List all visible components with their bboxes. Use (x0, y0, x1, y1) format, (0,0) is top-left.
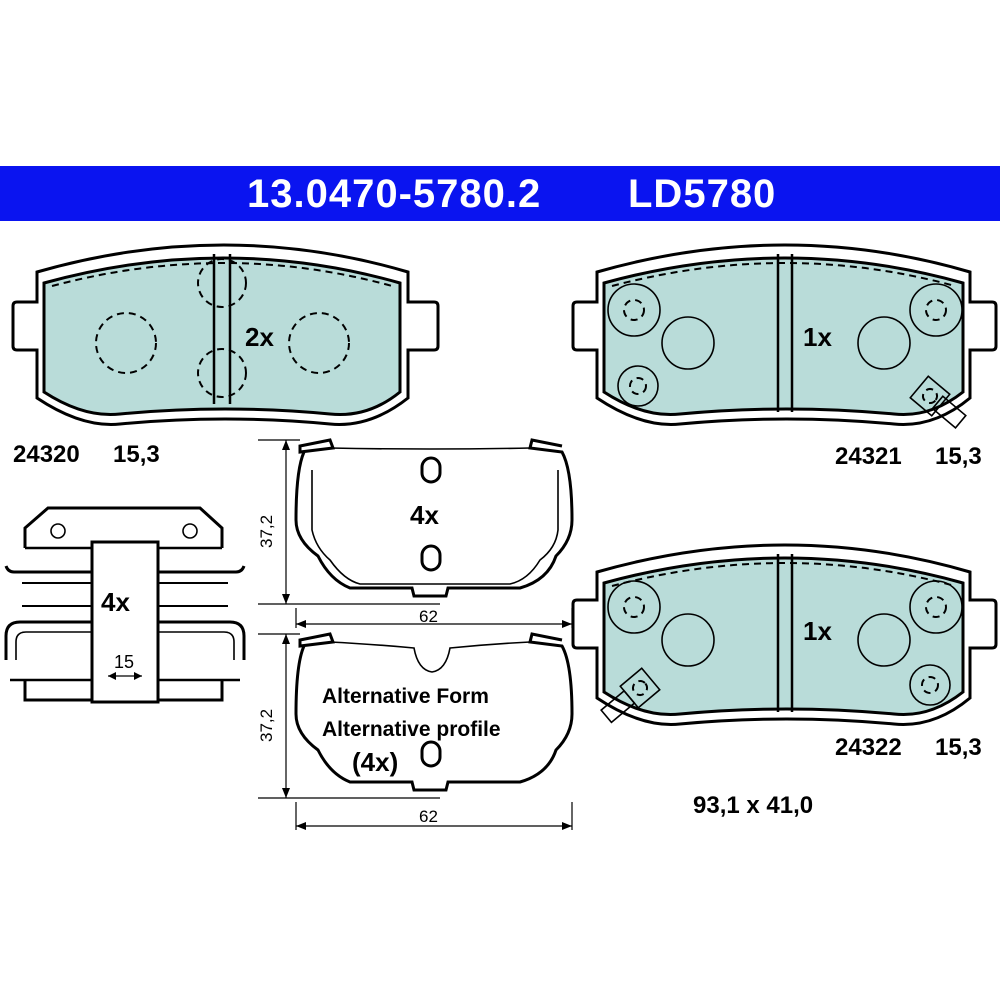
clip-lower-arm (4, 620, 92, 660)
pad-id-24320: 24320 (13, 441, 80, 468)
pad-size: 93,1 x 41,0 (693, 792, 813, 819)
alternative-profile-label: Alternative profile (322, 718, 501, 741)
spring-height-dimension: 37,2 (257, 709, 276, 742)
clip-lower-arm (158, 620, 246, 660)
clip-spring-arm (4, 565, 92, 574)
part-number: 13.0470-5780.2 (247, 172, 542, 216)
spring-width-dimension: 62 (419, 607, 438, 626)
pad-piston-circle (661, 316, 715, 370)
pad-backing-plate (571, 243, 998, 426)
pad-backing-plate (571, 543, 998, 726)
pad-pin-circle (623, 596, 645, 618)
pad-pin-circle (921, 676, 939, 694)
clip-center-body (90, 540, 160, 704)
retaining-spring-upper: 4x 37,2 62 (257, 438, 574, 628)
pad-id-24321: 24321 (835, 443, 902, 470)
pad-thickness-24320: 15,3 (113, 441, 160, 468)
spring-quantity: 4x (410, 500, 439, 530)
reference-code: LD5780 (628, 172, 777, 216)
abutment-clip-kit: 4x 15 (4, 506, 246, 704)
pad-pin-circle (607, 283, 661, 337)
pad-pin-circle (617, 365, 659, 407)
spring-height-dimension: 37,2 (257, 515, 276, 548)
wear-sensor-icon (600, 667, 661, 724)
alternative-form-label: Alternative Form (322, 685, 489, 708)
pad-thickness-24322: 15,3 (935, 734, 982, 761)
pad-thickness-24321: 15,3 (935, 443, 982, 470)
pad-pin-circle (197, 258, 247, 308)
spring-width-dimension: 62 (419, 807, 438, 826)
spring-slot (420, 740, 442, 768)
pad-backing-plate (11, 243, 440, 426)
retaining-spring-lower: Alternative Form Alternative profile (4x… (257, 632, 574, 830)
clip-top-plate (23, 506, 224, 548)
pad-friction-material (42, 256, 402, 417)
pad-pin-circle (623, 299, 645, 321)
clip-spring-arm (158, 565, 246, 574)
pad-pin-circle (197, 348, 247, 398)
brake-pad-24321: 1x (571, 243, 998, 429)
pad-pin-circle (909, 283, 963, 337)
pad-pin-circle (607, 580, 661, 634)
clip-hole (50, 523, 66, 539)
pad-quantity: 2x (245, 322, 274, 352)
brake-pad-24322: 1x (571, 543, 998, 726)
pad-pin-circle (909, 580, 963, 634)
clip-hole (182, 523, 198, 539)
pad-chamfer-line (611, 262, 956, 287)
brake-pad-24320: 2x (11, 243, 440, 426)
pad-pin-circle (925, 299, 947, 321)
pad-piston-circle (95, 312, 157, 374)
wear-sensor-icon (909, 375, 967, 429)
pad-pin-circle (909, 664, 951, 706)
pad-piston-circle (857, 613, 911, 667)
pad-piston-circle (661, 613, 715, 667)
pad-pin-circle (629, 377, 647, 395)
clip-quantity: 4x (101, 587, 130, 617)
spring-quantity: (4x) (352, 747, 398, 777)
clip-width-dimension: 15 (114, 652, 134, 672)
pad-pin-circle (925, 596, 947, 618)
pad-quantity: 1x (803, 616, 832, 646)
pad-chamfer-line (611, 562, 956, 587)
header-bar: 13.0470-5780.2 LD5780 (0, 166, 1000, 221)
spring-slot (420, 544, 442, 572)
pad-chamfer-line (51, 262, 393, 287)
pad-quantity: 1x (803, 322, 832, 352)
pad-id-24322: 24322 (835, 734, 902, 761)
pad-piston-circle (857, 316, 911, 370)
pad-piston-circle (288, 312, 350, 374)
spring-slot (420, 456, 442, 484)
